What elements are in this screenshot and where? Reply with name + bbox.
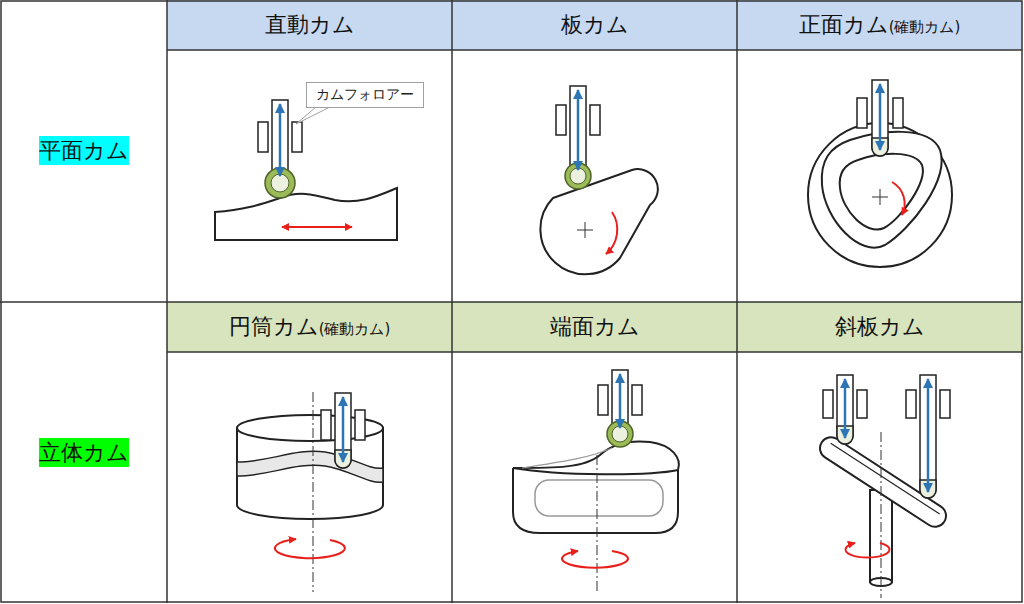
header-cell <box>452 302 737 352</box>
follower-rod <box>570 86 586 176</box>
cam-body <box>215 188 397 240</box>
motion-arrow <box>282 226 352 228</box>
cam-groove-outer <box>822 132 942 248</box>
grid-line <box>167 49 1022 51</box>
follower-guide <box>632 385 642 415</box>
roller-pin <box>570 168 586 184</box>
table-cell: 斜板カム <box>737 302 1022 352</box>
motion-arrow <box>927 379 930 492</box>
end-cam <box>513 370 679 592</box>
cell-content: 端面カム <box>550 312 640 342</box>
cell-content: 斜板カム <box>835 312 925 342</box>
table-cell: 直動カム <box>167 0 452 50</box>
follower-guide <box>556 105 566 135</box>
follower-guide <box>258 122 268 152</box>
rotation-arrow <box>275 539 345 558</box>
motion-arrow <box>279 104 282 176</box>
grid-line <box>0 301 1022 303</box>
cell-content: 板カム <box>561 10 629 40</box>
follower-rod <box>335 393 351 468</box>
rotation-arrow <box>562 551 628 568</box>
translation-cam <box>215 100 397 240</box>
table-cell: 端面カム <box>452 302 737 352</box>
cam-body <box>540 169 657 274</box>
swash-plate-cam <box>816 375 950 598</box>
row-header: 立体カム <box>39 438 129 467</box>
center-mark <box>585 222 586 238</box>
motion-arrow <box>879 84 882 150</box>
header-cell <box>452 0 737 50</box>
table-cell: 正面カム(確動カム) <box>737 0 1022 50</box>
header-cell <box>167 0 452 50</box>
table-cell: 板カム <box>452 0 737 50</box>
header-cell <box>737 0 1022 50</box>
motion-arrow <box>844 379 847 438</box>
column-header: (確動カム) <box>319 320 391 338</box>
motion-arrow <box>577 90 580 170</box>
rotation-arrow <box>606 212 617 254</box>
follower-guide <box>292 122 302 152</box>
column-header: 端面カム <box>550 314 640 339</box>
plate-cam <box>540 86 657 274</box>
cylindrical-cam <box>237 392 383 592</box>
face-cam <box>808 80 952 267</box>
column-header: 正面カム <box>799 12 889 37</box>
cell-content: 直動カム <box>265 10 355 40</box>
surface-line <box>522 448 612 468</box>
motion-arrow <box>342 397 345 462</box>
grid-line <box>167 351 1022 353</box>
callout-tail <box>296 107 330 124</box>
column-header: 直動カム <box>265 12 355 37</box>
cell-content: 正面カム(確動カム) <box>799 10 961 40</box>
cam-groove <box>237 451 383 482</box>
follower-guide <box>940 390 950 418</box>
cell-content: 立体カム <box>39 438 129 468</box>
table-cell: 平面カム <box>0 0 167 302</box>
roller-pin <box>271 174 289 192</box>
follower-guide <box>355 410 365 440</box>
follower-rod <box>872 80 888 156</box>
motion-arrow <box>619 374 622 428</box>
axis-line <box>597 455 598 592</box>
follower-guide <box>321 410 331 440</box>
rotation-arrow <box>845 543 889 558</box>
table-cell: 円筒カム(確動カム) <box>167 302 452 352</box>
column-header: 斜板カム <box>835 314 925 339</box>
cell-content: 円筒カム(確動カム) <box>229 312 391 342</box>
cam-end-face <box>513 442 679 475</box>
follower-guide <box>857 98 867 128</box>
follower-guide <box>823 390 833 418</box>
callout-label: カムフォロアー <box>316 86 414 104</box>
cam-body <box>513 468 678 533</box>
rotation-arrow <box>892 182 905 215</box>
follower-guide <box>590 105 600 135</box>
header-cell <box>737 302 1022 352</box>
table-cell: 立体カム <box>0 302 167 603</box>
column-header: 円筒カム <box>229 314 319 339</box>
cam-groove-inner <box>840 154 923 230</box>
callout-box: カムフォロアー <box>306 82 424 108</box>
axis-line <box>313 392 314 592</box>
center-mark <box>880 189 881 205</box>
column-header: 板カム <box>561 12 629 37</box>
follower-guide <box>857 390 867 418</box>
roller-pin <box>612 426 628 442</box>
follower-guide <box>906 390 916 418</box>
axis-line <box>881 432 882 598</box>
cell-content: 平面カム <box>39 136 129 166</box>
follower-guide <box>893 98 903 128</box>
follower-rod <box>837 375 853 444</box>
row-header: 平面カム <box>39 136 129 165</box>
follower-guide <box>598 385 608 415</box>
hidden-outline <box>535 480 663 516</box>
header-cell <box>167 302 452 352</box>
follower-rod <box>920 375 936 498</box>
column-header: (確動カム) <box>889 18 961 36</box>
